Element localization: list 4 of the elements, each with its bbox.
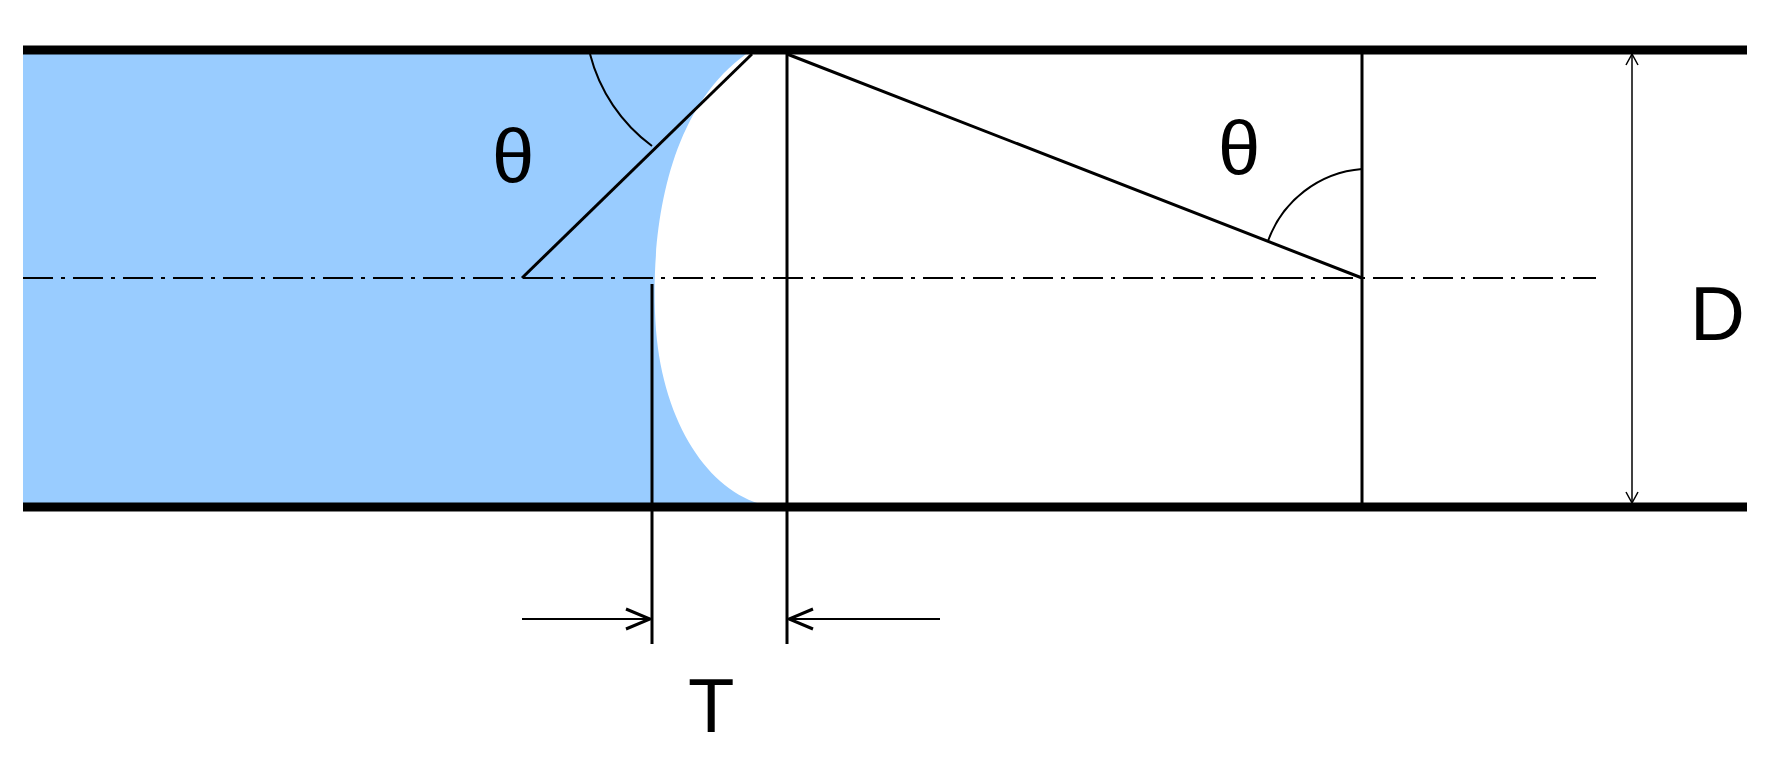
angle-label: θ bbox=[1218, 110, 1261, 186]
dimension-label: T bbox=[688, 668, 735, 744]
angle-label: θ bbox=[492, 118, 535, 194]
dimension-label: D bbox=[1690, 276, 1745, 352]
